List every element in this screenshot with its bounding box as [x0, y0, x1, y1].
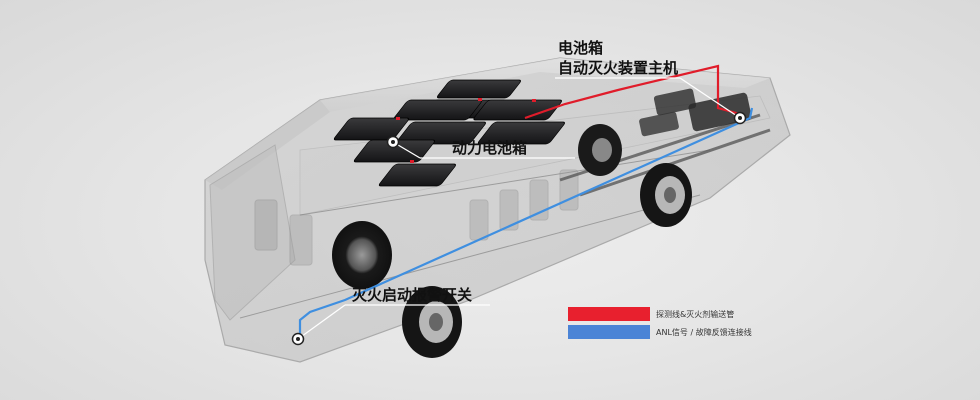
marker-power-battery	[386, 135, 400, 149]
legend-label-red: 探测线&灭火剂输送管	[656, 309, 735, 319]
wheel-rear	[578, 124, 622, 176]
callout-power-battery: 动力电池箱	[452, 139, 528, 157]
wheel-front-near	[402, 286, 462, 358]
leader-battery-host	[555, 77, 741, 119]
legend-item-blue: ANL信号 / 故障反馈连接线	[568, 324, 790, 340]
legend-swatch-red	[568, 307, 650, 321]
legend-item-red: 探测线&灭火剂输送管	[568, 306, 790, 322]
callout-battery-fire-host: 电池箱 自动灭火装置主机	[558, 38, 678, 78]
marker-alarm-switch	[291, 332, 305, 346]
legend: 探测线&灭火剂输送管 ANL信号 / 故障反馈连接线	[568, 306, 790, 342]
callout-fire-host-label: 自动灭火装置主机	[558, 59, 679, 77]
callout-alarm-switch: 灭火启动报警开关	[352, 286, 473, 304]
legend-swatch-blue	[568, 325, 650, 339]
legend-label-blue: ANL信号 / 故障反馈连接线	[656, 327, 752, 337]
wheel-front	[332, 221, 392, 289]
blue-signal-line	[298, 107, 754, 340]
battery-modules	[333, 79, 565, 187]
leader-alarm-switch	[297, 304, 490, 340]
marker-battery-host	[733, 111, 747, 125]
wheel-rear-near	[640, 163, 692, 227]
callout-battery-box-label: 电池箱	[558, 39, 604, 57]
